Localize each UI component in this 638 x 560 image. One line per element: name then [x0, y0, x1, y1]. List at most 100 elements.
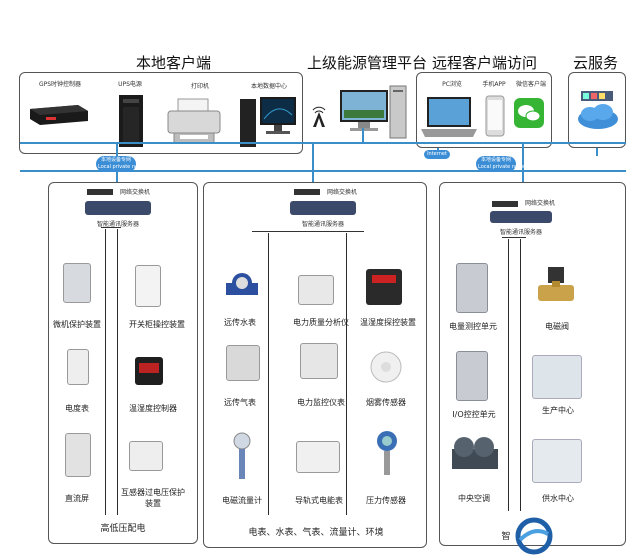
device-label-5: 互感器过电压保护装置: [121, 488, 185, 508]
server-icon: [490, 211, 552, 223]
device-label-3: 温湿度控制器: [129, 404, 177, 413]
network-badge-left: 本地设备专网 Local private network: [96, 156, 153, 172]
trunk-line-2: [117, 229, 118, 515]
panel-left-footer: 高低压配电: [100, 524, 146, 534]
flowmeter-icon: [230, 431, 254, 485]
bus-drop-middle: [312, 142, 314, 184]
panel-right: 网络交换机 智能通讯服务器 电量测控单元 电磁阀 I/O控控单元 生产中心 中央…: [439, 182, 626, 546]
trunk-top: [101, 227, 121, 228]
panel-middle: 网络交换机 智能通讯服务器 远传水表 电力质量分析仪 温湿度探控装置 远传气表 …: [203, 182, 427, 548]
temp-humidity-controller-icon: [135, 357, 163, 385]
data-center-label: 本地数据中心: [250, 83, 287, 90]
device-label-2: 电度表: [65, 404, 89, 413]
central-ac-icon: [450, 435, 500, 475]
remote-client-title: 远程客户端访问: [432, 54, 538, 72]
device-label-1: 开关柜操控装置: [129, 320, 185, 329]
local-network-bus: [20, 170, 626, 172]
server-label: 智能通讯服务器: [499, 229, 542, 236]
trunk-top: [502, 237, 526, 238]
mobile-app-label: 手机APP: [482, 81, 506, 88]
antenna-icon: [310, 104, 328, 128]
gps-clock-icon: [28, 97, 90, 129]
water-supply-center-icon: [532, 439, 582, 483]
io-control-unit-icon: [456, 351, 488, 401]
ups-icon: [117, 93, 145, 149]
energy-meter-icon: [67, 349, 89, 385]
gas-meter-icon: [226, 345, 260, 381]
cloud-title: 云服务: [573, 54, 619, 72]
device-label-1: 电力质量分析仪: [293, 318, 349, 327]
switch-label: 网络交换机: [119, 189, 150, 196]
switch-label: 网络交换机: [326, 189, 357, 196]
device-label-0: 远传水表: [224, 318, 256, 327]
relay-protection-icon: [63, 263, 91, 303]
switch-label: 网络交换机: [524, 200, 555, 207]
platform-link: [362, 128, 364, 143]
network-badge-left-line2: Local private network: [98, 164, 153, 170]
device-label-5: 烟雾传感器: [366, 398, 406, 407]
network-badge-right-line1: 本地设备专网: [480, 157, 511, 163]
device-label-0: 电量测控单元: [449, 322, 497, 331]
panel-middle-footer: 电表、水表、气表、流量计、环境: [248, 528, 384, 538]
switchgear-control-icon: [135, 265, 161, 307]
smoke-sensor-icon: [368, 349, 404, 385]
network-badge-left-line1: 本地设备专网: [100, 157, 131, 163]
panel-left: 网络交换机 智能通讯服务器 微机保护装置 开关柜操控装置 电度表 温湿度控制器 …: [48, 182, 198, 544]
switch-icon: [294, 189, 320, 195]
data-center-icon: [238, 93, 298, 151]
power-measurement-unit-icon: [456, 263, 488, 313]
trunk-top: [252, 231, 364, 232]
panel-right-footer: 智: [501, 532, 511, 542]
device-label-1: 电磁阀: [545, 322, 569, 331]
production-center-icon: [532, 355, 582, 399]
device-label-3: 生产中心: [542, 406, 574, 415]
wechat-label: 微信客户端: [515, 81, 546, 88]
trunk-line-1: [268, 233, 269, 515]
local-client-box: GPS时钟控制器 UPS电源 打印机 本地数据中心: [19, 72, 303, 154]
ups-label: UPS电源: [118, 81, 142, 88]
pressure-sensor-icon: [374, 429, 400, 483]
water-meter-icon: [224, 269, 260, 305]
cloud-link: [596, 148, 598, 156]
device-label-6: 电磁流量计: [222, 496, 262, 505]
device-label-7: 导轨式电能表: [295, 496, 343, 505]
device-label-5: 供水中心: [542, 494, 574, 503]
laptop-icon: [419, 95, 479, 141]
cloud-box: [568, 72, 626, 148]
cloud-icon: [575, 87, 621, 137]
device-label-4: 直流屏: [65, 494, 89, 503]
trunk-line-2: [346, 233, 347, 515]
trunk-line-1: [508, 239, 509, 511]
device-label-0: 微机保护装置: [53, 320, 101, 329]
phone-icon: [485, 95, 505, 137]
platform-monitor-icon: [338, 82, 408, 142]
logo-watermark-icon: [514, 516, 554, 556]
server-label: 智能通讯服务器: [96, 221, 139, 228]
din-rail-meter-icon: [296, 441, 340, 473]
power-quality-analyzer-icon: [298, 275, 334, 305]
bus-drop-right: [522, 142, 524, 184]
temp-humidity-probe-icon: [366, 269, 402, 305]
solenoid-valve-icon: [534, 265, 578, 309]
power-monitor-icon: [300, 343, 338, 379]
printer-label: 打印机: [190, 83, 209, 90]
internet-badge: Internet: [424, 150, 450, 159]
upper-platform-title: 上级能源管理平台: [307, 54, 428, 72]
printer-icon: [166, 97, 222, 145]
gps-label: GPS时钟控制器: [38, 81, 82, 88]
server-icon: [85, 201, 151, 215]
wechat-icon: [513, 97, 545, 129]
device-label-2: I/O控控单元: [452, 410, 496, 419]
device-label-8: 压力传感器: [366, 496, 406, 505]
trunk-line-1: [105, 229, 106, 515]
pc-browser-label: PC浏览: [442, 81, 462, 88]
trunk-line-2: [520, 239, 521, 511]
server-icon: [290, 201, 356, 215]
local-client-title: 本地客户端: [136, 54, 212, 72]
switch-icon: [492, 201, 518, 207]
switch-icon: [87, 189, 113, 195]
transformer-protector-icon: [129, 441, 163, 471]
device-label-2: 温湿度探控装置: [360, 318, 416, 327]
device-label-3: 远传气表: [224, 398, 256, 407]
network-badge-right-line2: Local private network: [478, 164, 533, 170]
